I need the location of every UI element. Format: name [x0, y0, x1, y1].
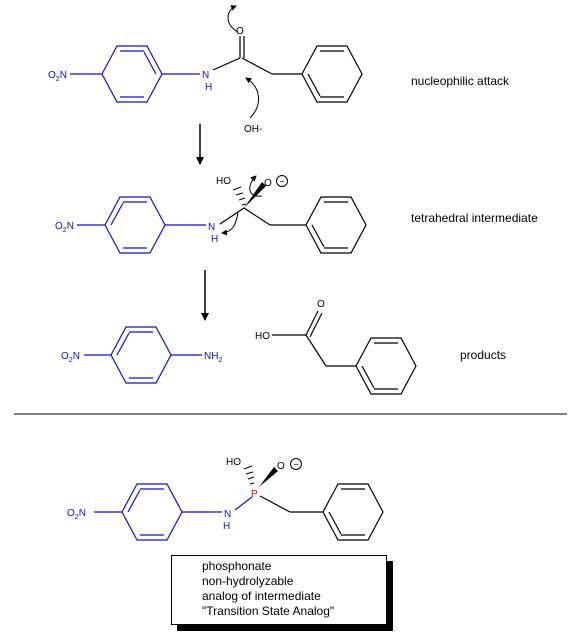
benzyl-ring [355, 337, 417, 395]
step-label-tetrahedral: tetrahedral intermediate [411, 211, 538, 225]
nitroaniline-ring [84, 326, 202, 384]
acid-hydroxyl-label: HO [255, 331, 270, 342]
note-line: analog of intermediate [202, 589, 321, 603]
note-line: "Transition State Analog" [202, 604, 335, 618]
nitro-group-label: O2N [67, 508, 86, 521]
product-phenylacetic-acid: HO O [255, 299, 417, 395]
oxide-oxygen: O [264, 178, 272, 189]
electron-arrow-amine [221, 211, 239, 236]
acyl-chain [212, 36, 302, 75]
step-label-products: products [460, 348, 506, 362]
nitro-group-label: O2N [55, 221, 74, 234]
phosphonate-note-box: phosphonate non-hydrolyzable analog of i… [171, 555, 387, 625]
acid-carbonyl-oxygen: O [317, 299, 325, 310]
amide-nh-n: N [208, 222, 215, 233]
amine-label: NH2 [204, 351, 222, 364]
nitroaniline-ring [70, 45, 200, 103]
nitro-group-label: O2N [48, 70, 67, 83]
substrate-structure: O2N N H O OH- [48, 5, 363, 135]
electron-arrow-oxide [249, 175, 263, 197]
intermediate-structure: O2N N H HO O − [55, 175, 367, 254]
phosphorus-label: P [251, 489, 258, 500]
hashed-bond-oh [243, 465, 255, 485]
benzyl-ring [301, 45, 363, 103]
nitroaniline-ring [77, 196, 206, 254]
phosphonate-structure: O2N N H P HO O − [67, 457, 384, 541]
nitro-group-label: O2N [61, 351, 80, 364]
product-nitroaniline: O2N NH2 [61, 326, 222, 384]
step-label-attack: nucleophilic attack [411, 74, 510, 88]
note-line: non-hydrolyzable [202, 574, 294, 588]
hydroxide-label: OH- [244, 124, 262, 135]
tetrahedral-center-bonds [219, 207, 306, 226]
benzyl-ring [305, 196, 367, 254]
benzyl-ring [322, 483, 384, 541]
svg-text:−: − [293, 460, 298, 470]
negative-charge-icon: − [290, 458, 302, 470]
hydroxyl-label: HO [216, 176, 231, 187]
amide-nh-h: H [223, 521, 230, 532]
amide-nh-n: N [202, 70, 209, 81]
hashed-bond-oh [232, 186, 247, 206]
wedge-bond-oxide [244, 182, 266, 208]
nitroaniline-ring [94, 483, 222, 541]
hydroxyl-label: HO [226, 457, 241, 468]
amide-nh-h: H [205, 82, 212, 93]
note-line: phosphonate [202, 559, 272, 573]
electron-arrow-hydroxide [245, 77, 259, 119]
wedge-bond-oxide [259, 467, 278, 487]
negative-charge-icon: − [276, 175, 288, 187]
oxide-oxygen: O [277, 461, 285, 472]
carbonyl-oxygen: O [236, 26, 244, 37]
svg-text:−: − [279, 177, 284, 187]
amide-nh-n: N [224, 509, 231, 520]
amide-nh-h: H [211, 234, 218, 245]
electron-arrow-carbonyl [227, 5, 239, 33]
